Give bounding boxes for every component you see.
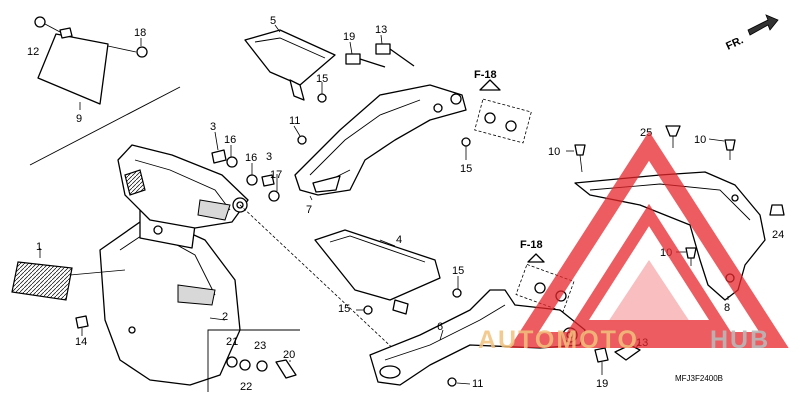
- callout-8: 8: [724, 302, 730, 314]
- callout-2: 2: [222, 311, 228, 323]
- fastener-box: [207, 329, 300, 392]
- nut-part-3: [211, 149, 227, 164]
- callout-15-c: 15: [338, 303, 350, 315]
- callout-11: 11: [289, 115, 300, 127]
- clip-part-24: [769, 204, 785, 216]
- callout-6: 6: [437, 321, 443, 333]
- washer-part-22: [239, 359, 251, 371]
- side-cover-part-4: [314, 229, 441, 315]
- callout-15-b: 15: [460, 163, 472, 175]
- washer-part-17: [268, 190, 280, 202]
- watermark-text-hub: HUB: [710, 326, 770, 354]
- watermark-text-auto: AUTOMOTO: [478, 326, 639, 354]
- bolt-part-14-group: [75, 315, 89, 336]
- screw-part-10-c: [685, 247, 697, 259]
- license-plate-group: [29, 16, 181, 166]
- grommet-part-16-b: [246, 174, 258, 186]
- screw-part-12: [34, 16, 46, 28]
- callout-21: 21: [226, 336, 238, 348]
- warning-triangle-logo: [509, 131, 789, 348]
- callout-20: 20: [283, 349, 295, 361]
- screw-part-10: [574, 144, 586, 156]
- rear-fender-upper-assembly: [117, 144, 249, 229]
- callout-16-b: 16: [245, 152, 257, 164]
- ref-f18-upper: F-18: [474, 69, 497, 81]
- callout-11-b: 11: [472, 378, 483, 390]
- bolt-part-13: [375, 43, 391, 55]
- callout-1: 1: [36, 241, 42, 253]
- nut-part-23: [256, 360, 268, 372]
- callout-5: 5: [270, 15, 276, 27]
- rear-fender-part-2: [99, 209, 241, 386]
- front-direction-label: FR.: [724, 34, 745, 52]
- bolt-part-19: [345, 53, 361, 65]
- callout-19: 19: [343, 31, 355, 43]
- reflector-part-1: [11, 261, 126, 301]
- bolt-part-11: [297, 135, 307, 145]
- callout-4: 4: [396, 234, 402, 246]
- drawing-code: MFJ3F2400B: [675, 374, 723, 383]
- cover-part-5: [244, 29, 336, 101]
- callout-3-b: 3: [266, 151, 272, 163]
- reference-f18-upper: [474, 79, 532, 144]
- callout-7: 7: [306, 204, 312, 216]
- callout-3: 3: [210, 121, 216, 133]
- ref-f18-lower: F-18: [520, 239, 543, 251]
- nut-part-3-b: [261, 174, 275, 187]
- bolt-part-15-b: [461, 137, 471, 147]
- bracket-part-7: [294, 84, 467, 196]
- callout-23: 23: [254, 340, 266, 352]
- callout-12: 12: [27, 46, 39, 58]
- callout-10: 10: [548, 146, 560, 158]
- bolt-part-20: [275, 359, 297, 379]
- grommet-part-16: [226, 156, 238, 168]
- callout-9: 9: [76, 113, 82, 125]
- nut-part-21: [226, 356, 238, 368]
- bolt-part-15: [317, 93, 327, 103]
- fastener-group-top: [297, 43, 471, 147]
- callout-19-b: 19: [596, 378, 608, 390]
- screw-part-25: [665, 125, 681, 137]
- collar-part-18: [136, 46, 148, 58]
- callout-15: 15: [316, 73, 328, 85]
- callout-24: 24: [772, 229, 784, 241]
- callout-17: 17: [270, 169, 282, 181]
- callout-18: 18: [134, 27, 146, 39]
- callout-16: 16: [224, 134, 236, 146]
- fastener-group-upper: [211, 149, 401, 356]
- front-direction-arrow: FR.: [724, 14, 779, 53]
- callout-15-d: 15: [452, 265, 464, 277]
- callout-22: 22: [240, 381, 252, 393]
- screw-part-10-b: [724, 139, 736, 151]
- license-plate-part-9: [37, 33, 109, 105]
- callout-14: 14: [75, 336, 87, 348]
- callout-13: 13: [375, 24, 387, 36]
- callout-10-b: 10: [694, 134, 706, 146]
- watermark-logo: AUTOMOTO HUB: [478, 131, 789, 354]
